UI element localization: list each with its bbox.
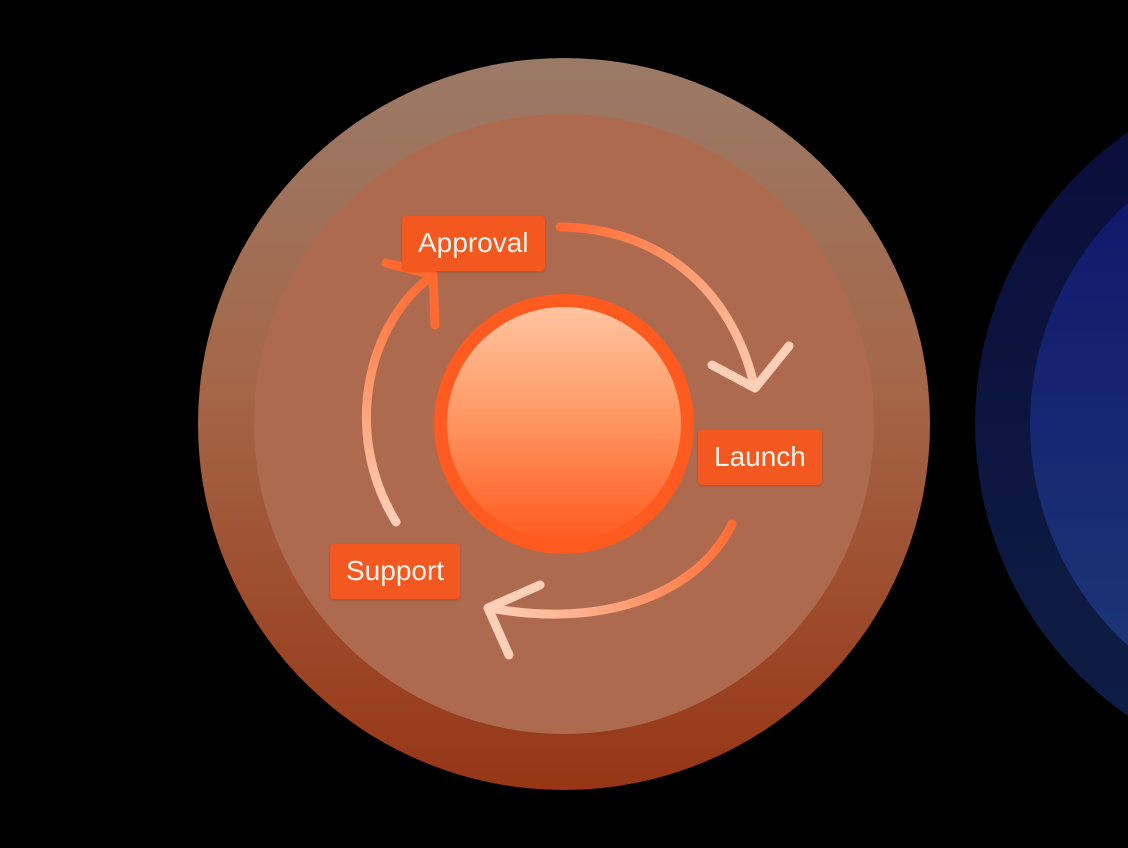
neighbor-disc [975, 132, 1128, 716]
step-label-approval: Approval [402, 216, 545, 271]
cycle-arrow-icon [483, 519, 737, 660]
step-label-support: Support [330, 544, 461, 599]
cycle-arrow-icon [362, 258, 440, 527]
cycle-arrow-icon [555, 222, 794, 393]
step-label-launch: Launch [698, 430, 822, 485]
hub-circle-icon [434, 294, 694, 554]
